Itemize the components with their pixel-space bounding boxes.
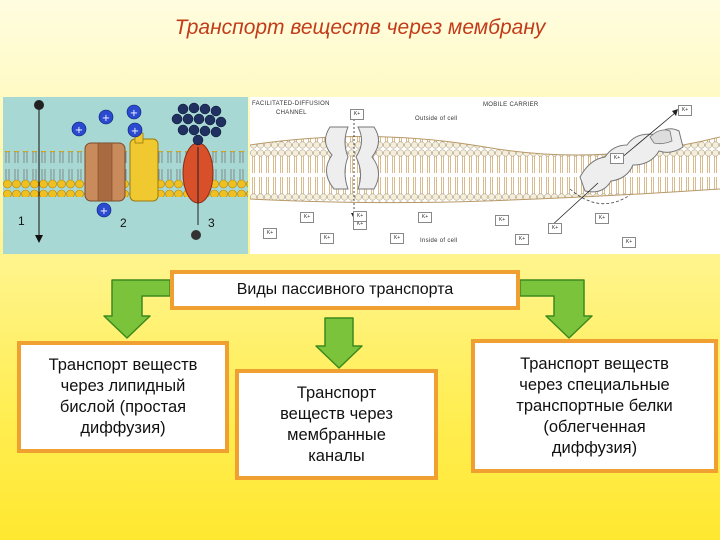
facilitated-diffusion-box: Транспорт веществ через специальные тран…: [471, 339, 718, 473]
slide-title: Транспорт веществ через мембрану: [174, 16, 546, 39]
carrier-label: MOBILE CARRIER: [483, 102, 539, 108]
svg-text:+: +: [75, 125, 83, 136]
potassium-ion-marker: K+: [390, 233, 404, 244]
membrane-channels-line: веществ через: [280, 404, 393, 423]
potassium-ion-marker: K+: [263, 228, 277, 239]
simple-diffusion-box: Транспорт веществ через липидный бислой …: [17, 341, 229, 453]
potassium-ion-marker: K+: [595, 213, 609, 224]
potassium-ion-marker: K+: [495, 215, 509, 226]
facilitated-diffusion-line: транспортные белки: [516, 396, 673, 415]
label-number-1: 1: [18, 214, 25, 228]
potassium-ion-marker: K+: [622, 237, 636, 248]
passive-transport-types-box: Виды пассивного транспорта: [170, 270, 520, 310]
arrow-to-channels: [315, 317, 363, 369]
membrane-bilayer-right-graphic: [250, 109, 720, 228]
outside-of-cell-label: Outside of cell: [415, 116, 458, 122]
potassium-ion-marker: K+: [610, 153, 624, 164]
membrane-channels-box: Транспорт веществ через мембранные канал…: [235, 369, 438, 480]
svg-text:+: +: [130, 108, 138, 119]
membrane-channels-line: Транспорт: [296, 383, 377, 402]
svg-text:+: +: [102, 113, 110, 124]
facilitated-diffusion-line: (облегченная: [543, 417, 646, 436]
simple-diffusion-line: диффузия): [80, 419, 166, 437]
membrane-bilayer-left-graphic: + + + + +: [3, 100, 248, 243]
membrane-illustration-left: + + + + + 1 2 3: [3, 97, 248, 254]
arrow-to-facilitated-diffusion: [519, 279, 593, 339]
potassium-ion-marker: K+: [418, 212, 432, 223]
potassium-ion-marker: K+: [548, 223, 562, 234]
facilitated-diffusion-line: Транспорт веществ: [520, 354, 669, 373]
simple-diffusion-line: через липидный: [60, 377, 186, 395]
label-number-3: 3: [208, 216, 215, 230]
channel-label-line1: FACILITATED-DIFFUSION: [252, 101, 330, 107]
passive-transport-title: Виды пассивного транспорта: [236, 281, 454, 298]
simple-diffusion-line: бислой (простая: [59, 398, 187, 416]
membrane-illustration-right: FACILITATED-DIFFUSION CHANNEL MOBILE CAR…: [250, 97, 720, 254]
potassium-ion-marker: K+: [300, 212, 314, 223]
svg-text:+: +: [100, 206, 108, 217]
svg-text:+: +: [131, 126, 139, 137]
arrow-to-simple-diffusion: [103, 279, 171, 339]
inside-of-cell-label: Inside of cell: [420, 238, 458, 244]
membrane-channels-line: мембранные: [287, 425, 386, 444]
potassium-ion-marker: K+: [678, 105, 692, 116]
potassium-ion-marker: K+: [515, 234, 529, 245]
potassium-ion-marker: K+: [353, 211, 367, 222]
simple-diffusion-line: Транспорт веществ: [48, 356, 198, 374]
potassium-ion-marker: K+: [320, 233, 334, 244]
facilitated-diffusion-line: через специальные: [519, 375, 670, 394]
channel-label-line2: CHANNEL: [276, 110, 307, 116]
membrane-channels-line: каналы: [308, 446, 365, 465]
label-number-2: 2: [120, 216, 127, 230]
potassium-ion-marker: K+: [350, 109, 364, 120]
facilitated-diffusion-line: диффузия): [551, 438, 638, 457]
